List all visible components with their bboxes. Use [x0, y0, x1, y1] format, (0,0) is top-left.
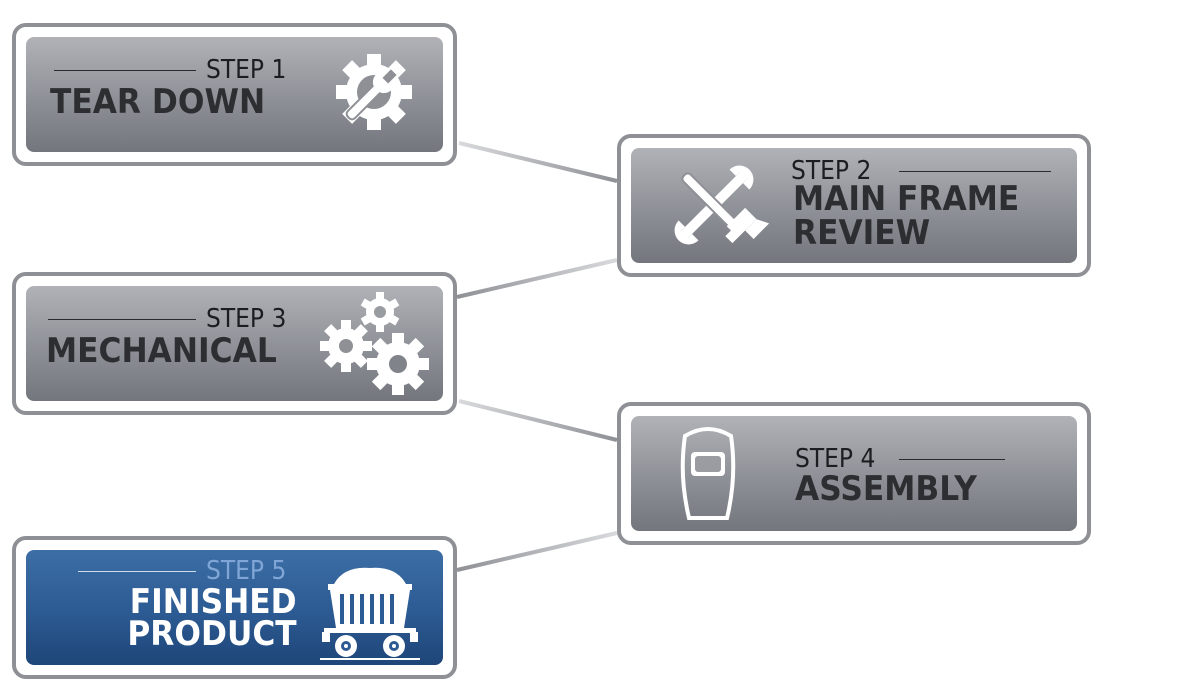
step-4-card[interactable]: STEP 4 ASSEMBLY — [617, 402, 1091, 545]
connector-3-4 — [458, 399, 618, 442]
step-5-rule — [78, 571, 196, 572]
mine-cart-icon — [314, 556, 426, 662]
step-3-card[interactable]: STEP 3 MECHANICAL — [12, 272, 457, 415]
welding-mask-icon — [673, 426, 743, 526]
step-4-rule — [899, 459, 1005, 460]
step-4-label: STEP 4 — [795, 444, 876, 474]
hammer-wrench-icon — [659, 160, 769, 250]
step-2-label: STEP 2 — [791, 156, 872, 186]
step-4-panel: STEP 4 ASSEMBLY — [631, 416, 1077, 531]
step-1-label: STEP 1 — [206, 55, 287, 85]
gear-wrench-icon — [326, 49, 422, 135]
step-2-rule — [899, 171, 1051, 172]
step-1-panel: STEP 1 TEAR DOWN — [26, 37, 443, 152]
step-3-label: STEP 3 — [206, 304, 287, 334]
step-4-title: ASSEMBLY — [795, 469, 977, 509]
step-5-label: STEP 5 — [206, 556, 287, 586]
step-5-card[interactable]: STEP 5 FINISHED PRODUCT — [12, 536, 457, 679]
connector-1-2 — [458, 141, 618, 183]
step-2-card[interactable]: STEP 2 MAIN FRAME REVIEW — [617, 134, 1091, 277]
step-1-rule — [54, 70, 196, 71]
step-3-panel: STEP 3 MECHANICAL — [26, 286, 443, 401]
step-2-title: MAIN FRAME REVIEW — [793, 179, 1020, 253]
step-2-panel: STEP 2 MAIN FRAME REVIEW — [631, 148, 1077, 263]
step-3-title: MECHANICAL — [46, 331, 277, 371]
connector-4-5 — [456, 531, 618, 572]
step-1-title: TEAR DOWN — [50, 82, 266, 122]
gears-icon — [308, 286, 438, 398]
connector-2-3 — [456, 258, 618, 299]
step-3-rule — [48, 319, 196, 320]
step-5-title: FINISHED PRODUCT — [127, 582, 297, 654]
step-5-panel: STEP 5 FINISHED PRODUCT — [26, 550, 443, 665]
step-1-card[interactable]: STEP 1 TEAR DOWN — [12, 23, 457, 166]
